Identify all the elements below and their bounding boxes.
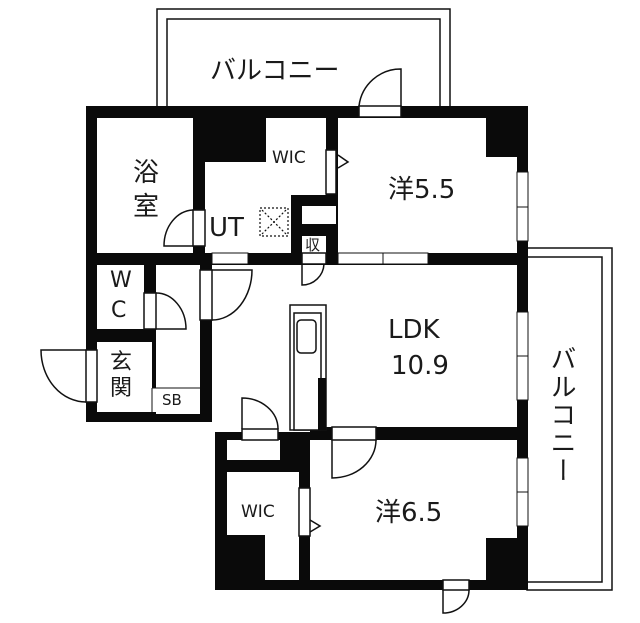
laundry-pan-icon (259, 207, 289, 237)
entrance-label-1: 玄 (110, 350, 133, 375)
ldk-size: 10.9 (391, 351, 449, 381)
storage-label: 収 (305, 236, 321, 254)
detail-lines (151, 387, 200, 412)
columns (227, 535, 265, 580)
ldk-label: LDK (388, 315, 440, 345)
windows (211, 171, 529, 527)
entrance-label-2: 関 (110, 376, 133, 401)
bath-label-1: 浴 (132, 158, 159, 188)
balcony-top-label: バルコニー (210, 56, 340, 86)
western-1-label: 洋5.5 (388, 175, 456, 205)
utility-label: UT (209, 213, 244, 243)
balcony-right-label: バルコニー (546, 345, 576, 485)
kitchen-counter (289, 304, 327, 431)
wc-label-w: W (110, 268, 132, 293)
wc-label-c: C (111, 298, 127, 323)
bath-label-2: 室 (132, 192, 159, 222)
wic-top-label: WIC (272, 148, 306, 168)
shoe-box-label: SB (162, 391, 182, 409)
doors (40, 68, 470, 614)
wic-bottom-label: WIC (241, 502, 275, 522)
western-2-label: 洋6.5 (375, 498, 443, 528)
